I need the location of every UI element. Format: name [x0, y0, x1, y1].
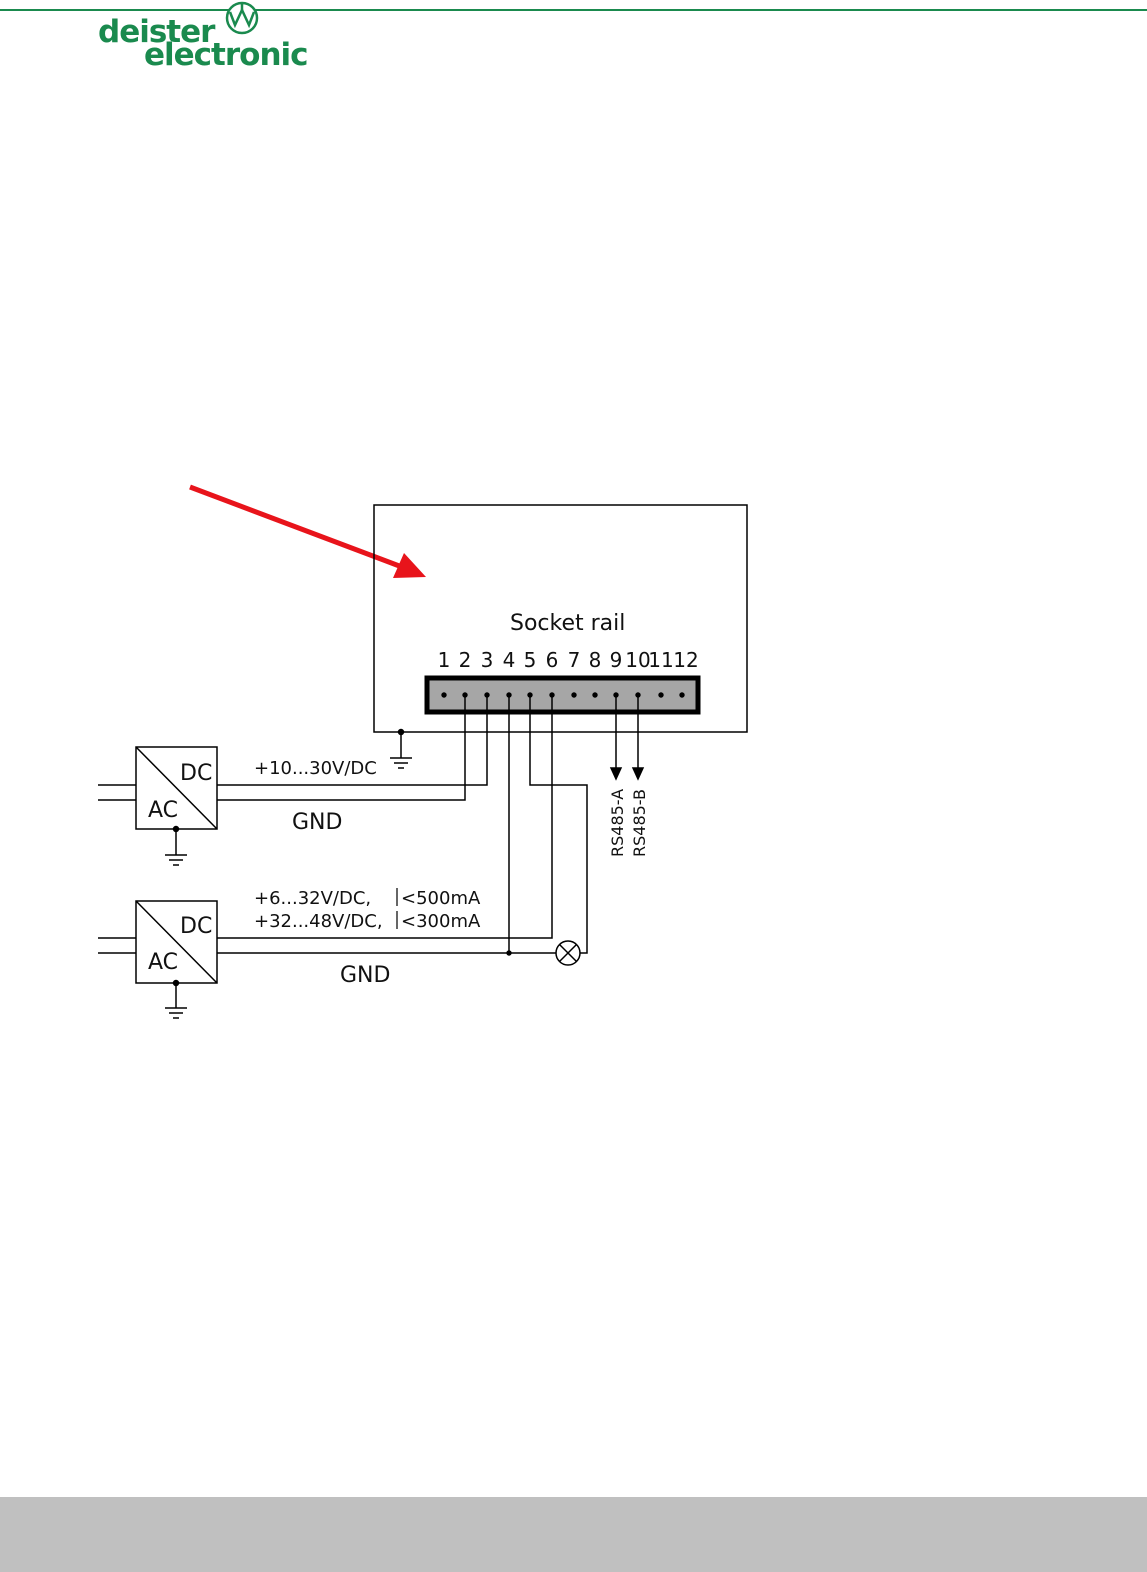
- lamp-icon: [556, 941, 580, 965]
- housing-ground-icon: [390, 730, 412, 769]
- psu2-current-line2: <300mA: [401, 911, 481, 932]
- psu1-ac-label: AC: [148, 798, 178, 823]
- pin-number: 3: [481, 648, 494, 672]
- psu2-current-line1: <500mA: [401, 888, 481, 909]
- pin-number: 7: [568, 648, 581, 672]
- power-supply-2: DC AC: [98, 901, 217, 983]
- psu1-dc-label: DC: [180, 761, 212, 786]
- rs485-a-label: RS485-A: [608, 789, 627, 857]
- psu1-voltage-label: +10...30V/DC: [254, 758, 377, 779]
- psu2-gnd-label: GND: [340, 963, 390, 988]
- pin-number: 9: [610, 648, 623, 672]
- pin-number: 6: [546, 648, 559, 672]
- psu2-voltage-line1: +6...32V/DC,: [254, 888, 371, 909]
- pin-number: 5: [524, 648, 537, 672]
- psu2-ground-icon: [165, 981, 187, 1019]
- footer-bar: [0, 1497, 1147, 1572]
- pin-number: 11: [648, 648, 673, 672]
- terminal-dot: [571, 692, 576, 697]
- pin-number: 4: [503, 648, 516, 672]
- pin-number: 10: [625, 648, 650, 672]
- pin-number: 8: [589, 648, 602, 672]
- terminal-dot: [441, 692, 446, 697]
- psu1-ground-icon: [165, 827, 187, 866]
- power-supply-1: DC AC: [98, 747, 217, 829]
- pin-number: 2: [459, 648, 472, 672]
- terminal-dot: [658, 692, 663, 697]
- socket-rail-label: Socket rail: [510, 611, 625, 636]
- rs485-b-label: RS485-B: [630, 789, 649, 857]
- pin-numbers: 1 2 3 4 5 6 7 8 9 10 11 12: [438, 648, 699, 672]
- psu2-voltage-line2: +32...48V/DC,: [254, 911, 383, 932]
- psu1-gnd-label: GND: [292, 810, 342, 835]
- junction-dot: [506, 950, 511, 955]
- pin-number: 1: [438, 648, 451, 672]
- terminal-dot: [592, 692, 597, 697]
- pointer-arrow: [190, 487, 426, 578]
- terminal-dot: [679, 692, 684, 697]
- psu2-dc-label: DC: [180, 914, 212, 939]
- pin-number: 12: [673, 648, 698, 672]
- psu2-ac-label: AC: [148, 950, 178, 975]
